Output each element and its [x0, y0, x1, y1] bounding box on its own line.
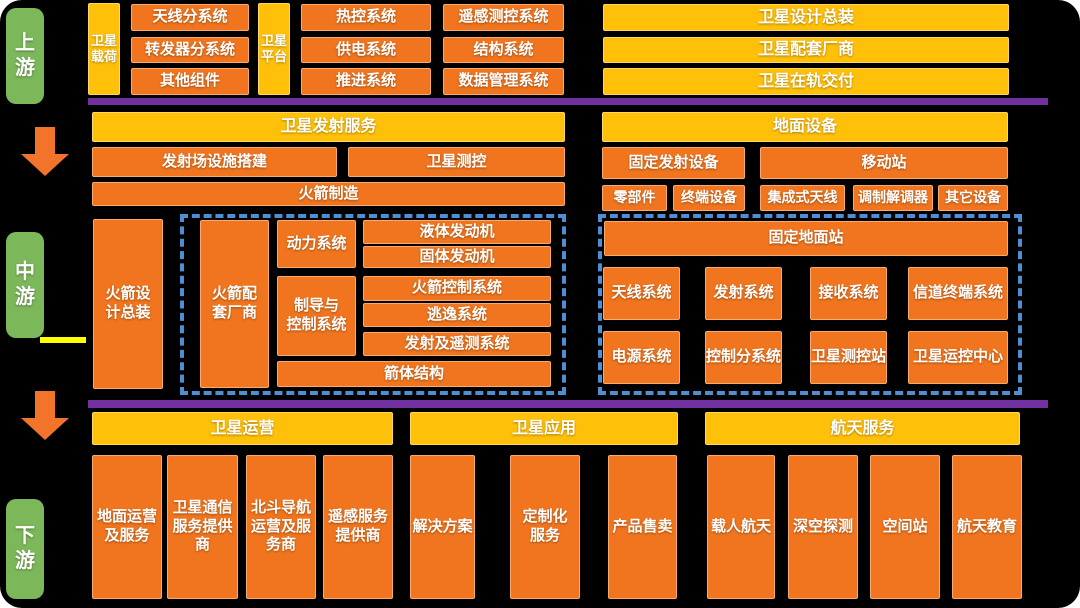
data-management-system: 数据管理系统	[443, 68, 564, 95]
antenna-subsystem: 天线分系统	[131, 4, 249, 31]
satellite-design-assembly: 卫星设计总装	[603, 4, 1009, 31]
mobile-station: 移动站	[760, 147, 1008, 179]
rocket-suppliers-group-border	[180, 214, 566, 395]
arrow-head	[21, 418, 69, 440]
arrow-shaft	[35, 127, 55, 154]
rocket-suppliers: 火箭配 套厂商	[200, 220, 269, 388]
integrated-antenna: 集成式天线	[760, 185, 845, 211]
space-education: 航天教育	[952, 455, 1022, 599]
remote-sensing-ttc-system: 遥感测控系统	[443, 4, 564, 31]
satellite-operation-header: 卫星运营	[92, 412, 393, 445]
solid-engine: 固体发动机	[363, 246, 551, 268]
satellite-ttc: 卫星测控	[348, 147, 565, 177]
stage-upstream: 上 游	[6, 8, 44, 104]
divider-midstream-downstream	[88, 400, 1048, 408]
satellite-ttc-station: 卫星测控站	[810, 331, 887, 384]
arrow-shaft	[35, 391, 55, 418]
transponder-subsystem: 转发器分系统	[131, 37, 249, 63]
rocket-manufacturing: 火箭制造	[92, 182, 565, 206]
ground-station-group-border	[598, 214, 1022, 395]
propulsion-system: 推进系统	[301, 68, 431, 95]
rocket-body-structure: 箭体结构	[277, 361, 551, 387]
satellite-payload-tab: 卫星 载荷	[88, 3, 120, 95]
customized-service: 定制化 服务	[510, 455, 580, 599]
power-system: 动力系统	[277, 220, 356, 268]
fixed-ground-station: 固定地面站	[604, 221, 1008, 256]
satellite-in-orbit-delivery: 卫星在轨交付	[603, 68, 1009, 95]
product-sales: 产品售卖	[608, 455, 677, 599]
parts: 零部件	[602, 185, 667, 211]
down-arrow-icon	[21, 127, 69, 176]
control-subsystem: 控制分系统	[705, 331, 782, 384]
midstream-highlight-line	[40, 337, 86, 343]
other-components: 其他组件	[131, 68, 249, 95]
power-supply-system: 供电系统	[301, 37, 431, 63]
transmit-system: 发射系统	[705, 267, 782, 320]
deep-space-exploration: 深空探测	[788, 455, 858, 599]
antenna-system: 天线系统	[603, 267, 680, 320]
thermal-control-system: 热控系统	[301, 4, 431, 31]
solutions: 解决方案	[410, 455, 475, 599]
arrow-head	[21, 154, 69, 176]
divider-upstream-midstream	[88, 98, 1048, 105]
stage-downstream: 下 游	[6, 499, 44, 599]
receive-system: 接收系统	[810, 267, 887, 320]
escape-system: 逃逸系统	[363, 303, 551, 327]
remote-sensing-service-provider: 遥感服务 提供商	[323, 455, 393, 599]
structure-system: 结构系统	[443, 37, 564, 63]
stage-midstream: 中 游	[6, 232, 44, 338]
ground-equipment-header: 地面设备	[602, 112, 1008, 142]
satellite-application-header: 卫星应用	[410, 412, 678, 445]
down-arrow-icon	[21, 391, 69, 440]
liquid-engine: 液体发动机	[363, 220, 551, 244]
ground-operation-service: 地面运营 及服务	[92, 455, 162, 599]
space-service-header: 航天服务	[705, 412, 1020, 445]
satellite-operation-control-center: 卫星运控中心	[908, 331, 1008, 384]
satellite-launch-service-header: 卫星发射服务	[92, 112, 565, 142]
rocket-design-assembly: 火箭设 计总装	[93, 219, 163, 389]
satcom-service-provider: 卫星通信 服务提供 商	[167, 455, 238, 599]
modem: 调制解调器	[853, 185, 933, 211]
other-equipment: 其它设备	[938, 185, 1008, 211]
launch-telemetry-system: 发射及遥测系统	[363, 332, 551, 356]
beidou-operation-service-provider: 北斗导航 运营及服 务商	[246, 455, 316, 599]
power-source-system: 电源系统	[603, 331, 680, 384]
terminal-equipment: 终端设备	[673, 185, 745, 211]
guidance-control-system: 制导与 控制系统	[277, 276, 356, 356]
channel-terminal-system: 信道终端系统	[908, 267, 1008, 320]
launch-site-construction: 发射场设施搭建	[92, 147, 337, 177]
manned-spaceflight: 载人航天	[707, 455, 775, 599]
satellite-suppliers: 卫星配套厂商	[603, 37, 1009, 63]
satellite-platform-tab: 卫星 平台	[258, 3, 290, 95]
fixed-launch-equipment: 固定发射设备	[602, 147, 745, 179]
space-station: 空间站	[870, 455, 940, 599]
rocket-control-system: 火箭控制系统	[363, 276, 551, 301]
